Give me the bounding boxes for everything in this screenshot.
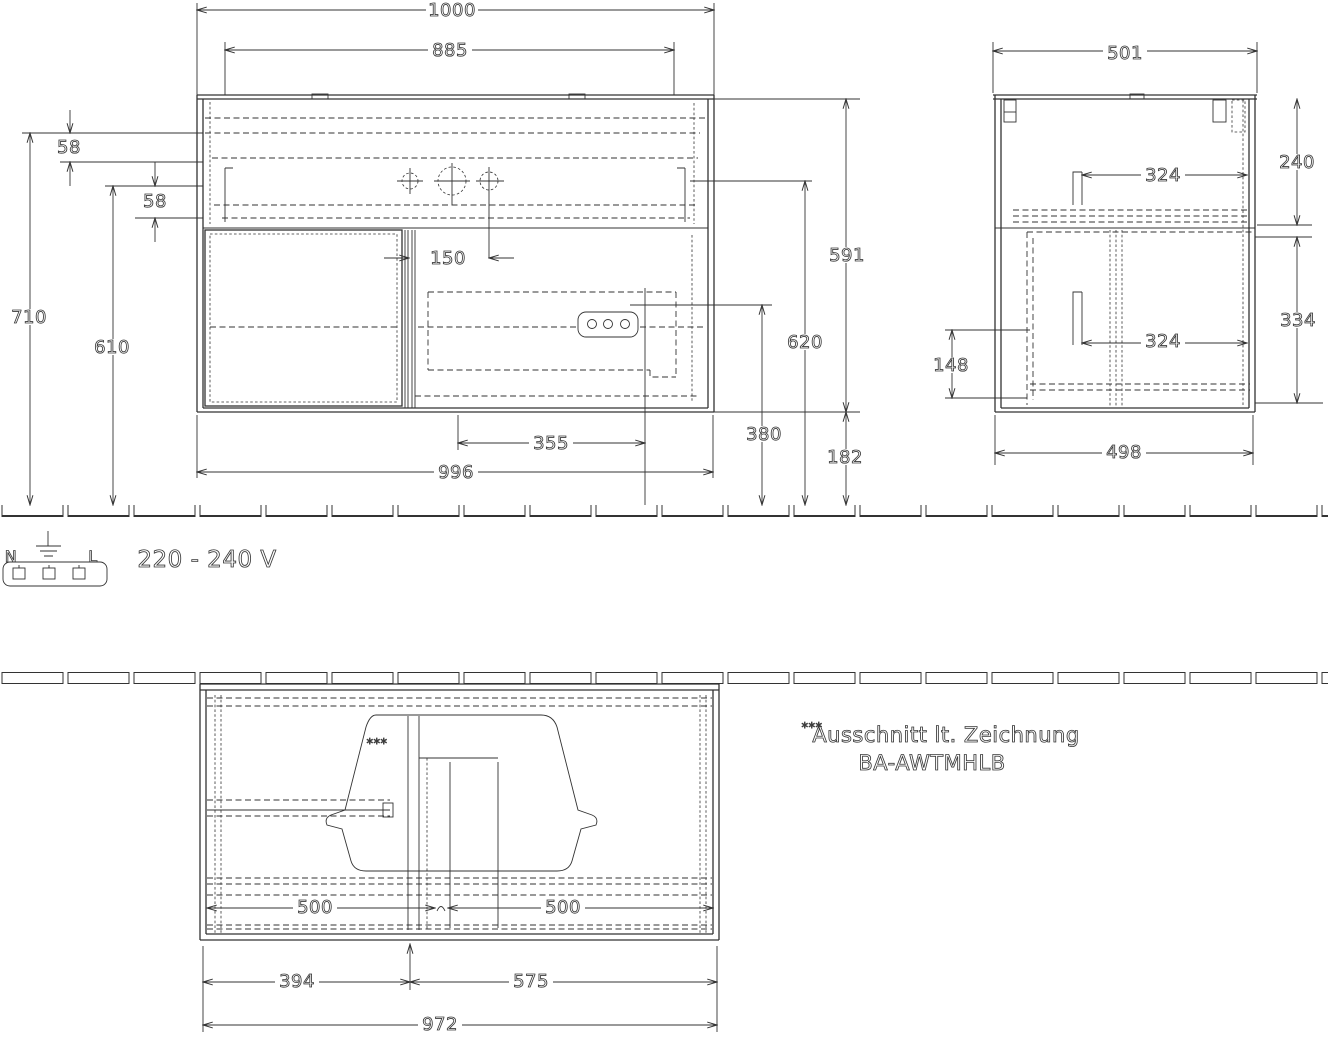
dim-side-lower-drawer-depth: 324 [1141,331,1185,352]
svg-text:498: 498 [1106,442,1142,463]
dim-front-floor-clearance: 182 [823,447,867,468]
dim-side-cabinet-depth: 498 [1102,442,1146,463]
power-connection: N L 220 - 240 V [2,531,277,587]
svg-text:58: 58 [57,137,81,158]
faucet-holes [397,163,504,258]
svg-text:380: 380 [746,424,782,445]
terminal-n-label: N [5,547,17,566]
svg-text:591: 591 [829,245,865,266]
svg-text:148: 148 [933,355,969,376]
side-extension-lines [945,42,1323,465]
cutout-note-line2: BA-AWTMHLB [858,751,1005,775]
cutout-marker-note: *** [802,721,823,736]
svg-text:501: 501 [1107,43,1143,64]
svg-text:575: 575 [513,971,549,992]
ground-icon [36,531,61,557]
front-view: 1000 885 58 58 710 610 150 355 [7,0,869,505]
dim-front-socket-height: 380 [742,424,786,445]
svg-text:324: 324 [1145,331,1181,352]
cutout-note: *** Ausschnitt lt. Zeichnung BA-AWTMHLB [801,721,1079,776]
top-view-outline [199,683,720,941]
right-drawer-cavity [415,291,706,397]
dim-side-total-depth: 501 [1103,43,1147,64]
floor-hatch-band-upper [0,505,1328,517]
left-door [204,229,403,407]
front-view-outline [196,93,715,413]
svg-text:996: 996 [438,462,474,483]
top-divider-lines [407,716,420,930]
washbasin-outline [325,714,598,872]
dim-front-height-holes-left: 610 [90,337,134,358]
svg-text:710: 710 [11,307,47,328]
side-view: 501 240 324 334 324 148 498 [929,42,1323,465]
power-socket-icon [577,311,639,338]
terminal-l-label: L [88,547,97,566]
dim-top-total-width: 972 [418,1014,462,1035]
svg-text:500: 500 [297,897,333,918]
centre-divider [404,230,416,408]
dim-front-top-offset: 58 [56,137,82,158]
top-view: *** 500 500 394 575 [199,683,720,1035]
dim-front-height-holes-right: 620 [783,332,827,353]
dim-front-total-width: 1000 [426,0,478,21]
svg-text:58: 58 [143,191,167,212]
dim-front-cabinet-height: 591 [825,245,869,266]
svg-text:182: 182 [827,447,863,468]
svg-text:394: 394 [279,971,315,992]
dim-front-total-height: 710 [7,307,51,328]
svg-text:150: 150 [430,248,466,269]
svg-text:972: 972 [422,1014,458,1035]
svg-text:1000: 1000 [428,0,476,21]
terminal-block-icon [2,561,108,587]
dim-front-mid-offset: 58 [142,191,168,212]
svg-text:240: 240 [1279,152,1315,173]
dim-side-lower-section-height: 334 [1276,310,1320,331]
dim-top-right-section-width: 575 [509,971,553,992]
top-dimension-lines [203,907,717,1026]
dim-top-left-drawer-width: 500 [293,897,337,918]
dim-side-recess-height: 148 [929,355,973,376]
svg-text:610: 610 [94,337,130,358]
dim-front-basin-width: 885 [428,40,472,61]
dim-side-upper-section-height: 240 [1275,152,1319,173]
front-view-internal-lines [205,102,708,403]
floor-hatch-band-lower [0,672,1328,684]
dim-top-left-section-width: 394 [275,971,319,992]
dim-front-cabinet-width: 996 [434,462,478,483]
svg-text:500: 500 [545,897,581,918]
svg-text:885: 885 [432,40,468,61]
dim-front-hole-offset: 150 [426,248,470,269]
dim-side-upper-drawer-depth: 324 [1141,165,1185,186]
side-view-internal-lines [995,100,1253,408]
top-view-internal-lines [207,695,712,934]
dim-front-socket-offset: 355 [529,433,573,454]
cutout-marker-plan: *** [367,737,388,752]
voltage-label: 220 - 240 V [137,547,276,573]
svg-text:324: 324 [1145,165,1181,186]
svg-text:620: 620 [787,332,823,353]
cutout-note-line1: Ausschnitt lt. Zeichnung [812,723,1079,747]
dim-top-right-drawer-width: 500 [541,897,585,918]
svg-text:355: 355 [533,433,569,454]
svg-text:334: 334 [1280,310,1316,331]
side-view-outline [993,93,1257,413]
siphon-cutout [419,757,499,928]
